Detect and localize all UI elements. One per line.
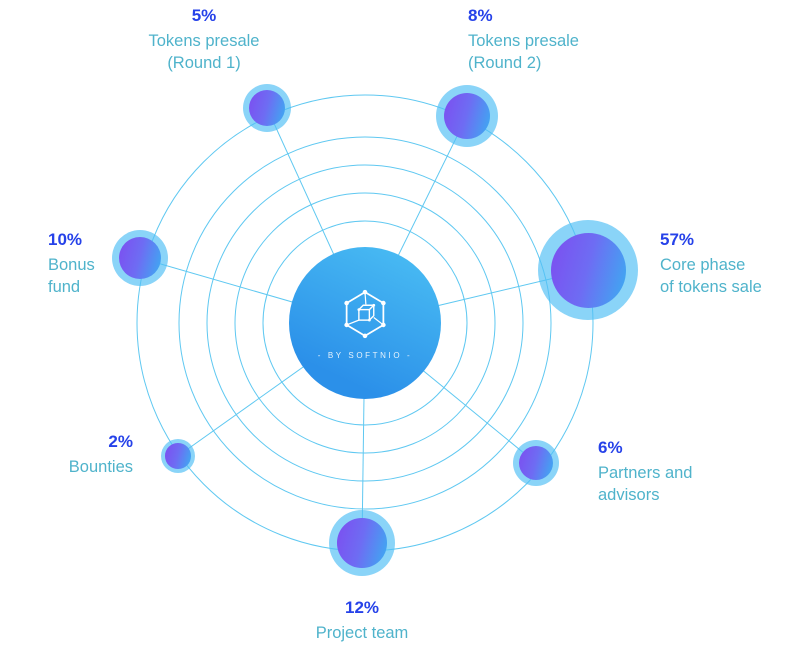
label-partners: 6% Partners and advisors [598,438,732,507]
label-text: Tokens presale (Round 2) [468,32,579,73]
network-hexagon-icon [344,289,386,339]
brand-text: - BY SOFTNIO - [317,351,413,360]
node-sphere [518,445,554,481]
node-sphere [550,232,626,308]
percent-value: 8% [468,6,493,25]
label-project-team: 12% Project team [277,598,447,644]
label-text: Core phase of tokens sale [660,256,762,297]
orbit-ring [206,164,524,482]
percent-value: 2% [108,432,133,451]
orbit-ring [262,220,468,426]
node-sphere [119,237,161,279]
label-presale-round-1: 5% Tokens presale (Round 1) [118,6,290,75]
node-project-team [329,510,395,576]
orbit-ring [178,136,552,510]
percent-value: 10% [48,230,83,249]
label-text: Tokens presale (Round 1) [148,32,260,73]
percent-value: 12% [344,598,380,617]
node-partners [513,440,559,486]
orbit-ring [234,192,496,454]
node-bounties [161,439,195,473]
label-core-phase: 57% Core phase of tokens sale [660,230,808,299]
node-sphere [337,518,387,568]
percent-value: 5% [191,6,217,25]
node-presale-round-1 [243,84,291,132]
node-core-phase [538,220,638,320]
center-hub: - BY SOFTNIO - [289,247,441,399]
percent-value: 6% [598,438,623,457]
node-sphere [249,90,285,126]
label-bounties: 2% Bounties [28,432,133,478]
node-presale-round-2 [436,85,498,147]
label-presale-round-2: 8% Tokens presale (Round 2) [468,6,618,75]
label-bonus-fund: 10% Bonus fund [48,230,148,299]
label-text: Bounties [68,458,133,476]
node-sphere [443,92,491,140]
label-text: Project team [315,624,409,642]
label-text: Partners and advisors [598,464,693,505]
label-text: Bonus fund [48,256,95,297]
percent-value: 57% [660,230,695,249]
node-sphere [165,443,191,469]
node-bonus-fund [112,230,168,286]
